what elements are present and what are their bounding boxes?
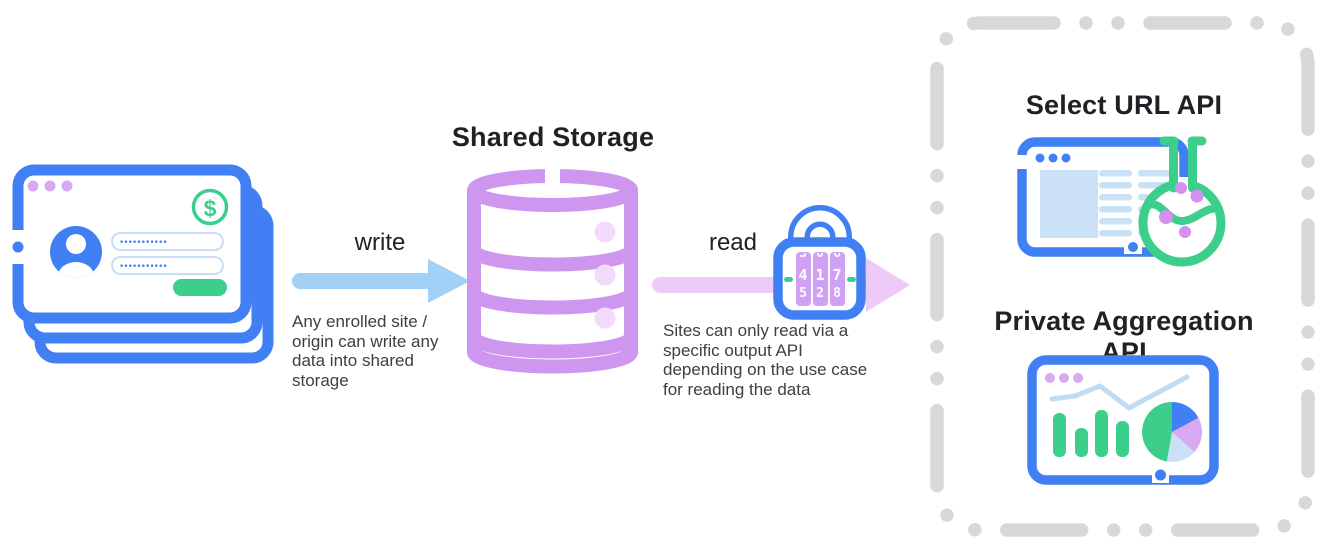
currency-symbol: $ [204,196,217,222]
flask-icon [1138,136,1226,267]
lock-shackle-core [793,210,847,259]
select-url-api-icon [1016,136,1226,267]
line-chart [1049,374,1190,411]
select-url-api-title: Select URL API [1025,90,1223,120]
submit-button-shape [173,279,227,296]
content-block [1040,170,1098,238]
border-gap [1016,155,1028,169]
lock-dial-2: 0 1 2 [812,252,828,306]
read-label: read [708,229,758,256]
window-traffic-dots [1045,373,1083,383]
cylinder-top-gap [545,168,560,184]
write-label: write [354,229,406,256]
browser-stack-icon: $ ••••••••••• ••••••••••• [11,164,274,364]
lock-tick-right [847,277,856,282]
password-dots-1: ••••••••••• [120,237,168,247]
dial-prev-digit: 0 [816,253,824,261]
lock-dial-3: 6 7 8 [829,252,845,306]
flask-bubbles [1159,182,1204,238]
window-traffic-dots [27,180,73,192]
lock-tick-left [784,277,793,282]
avatar-icon [50,226,102,278]
read-caption: Sites can only read via a specific outpu… [663,321,868,399]
dial-prev-digit: 6 [833,253,841,261]
border-dot [1155,469,1166,481]
dial-prev-digit: 3 [799,253,807,261]
storage-record-dots [594,221,616,329]
dial-next-digit: 2 [816,286,824,301]
dollar-coin-icon: $ [191,188,229,226]
dial-digit: 1 [815,266,825,284]
lock-combination-dials: 3 4 5 0 1 2 6 7 8 [795,252,845,306]
write-arrow-icon [292,259,470,303]
private-aggregation-api-icon [1027,355,1219,485]
dial-digit: 7 [832,266,842,284]
border-notch-dot [12,241,24,253]
window-traffic-dots [1035,153,1071,163]
password-dots-2: ••••••••••• [120,261,168,271]
password-field-2 [111,256,224,275]
lock-dial-1: 3 4 5 [795,252,811,306]
pie-chart [1142,402,1202,462]
bar-chart [1053,410,1129,457]
login-fields: ••••••••••• ••••••••••• [111,232,227,296]
shared-storage-title: Shared Storage [451,122,655,152]
dial-next-digit: 8 [833,286,841,301]
dial-next-digit: 5 [799,286,807,301]
database-icon [467,168,638,374]
password-field-1 [111,232,224,251]
private-aggregation-api-title: Private Aggregation API [994,306,1254,367]
dial-digit: 4 [798,266,808,284]
border-dot [1128,242,1138,252]
write-caption: Any enrolled site / origin can write any… [292,312,439,390]
